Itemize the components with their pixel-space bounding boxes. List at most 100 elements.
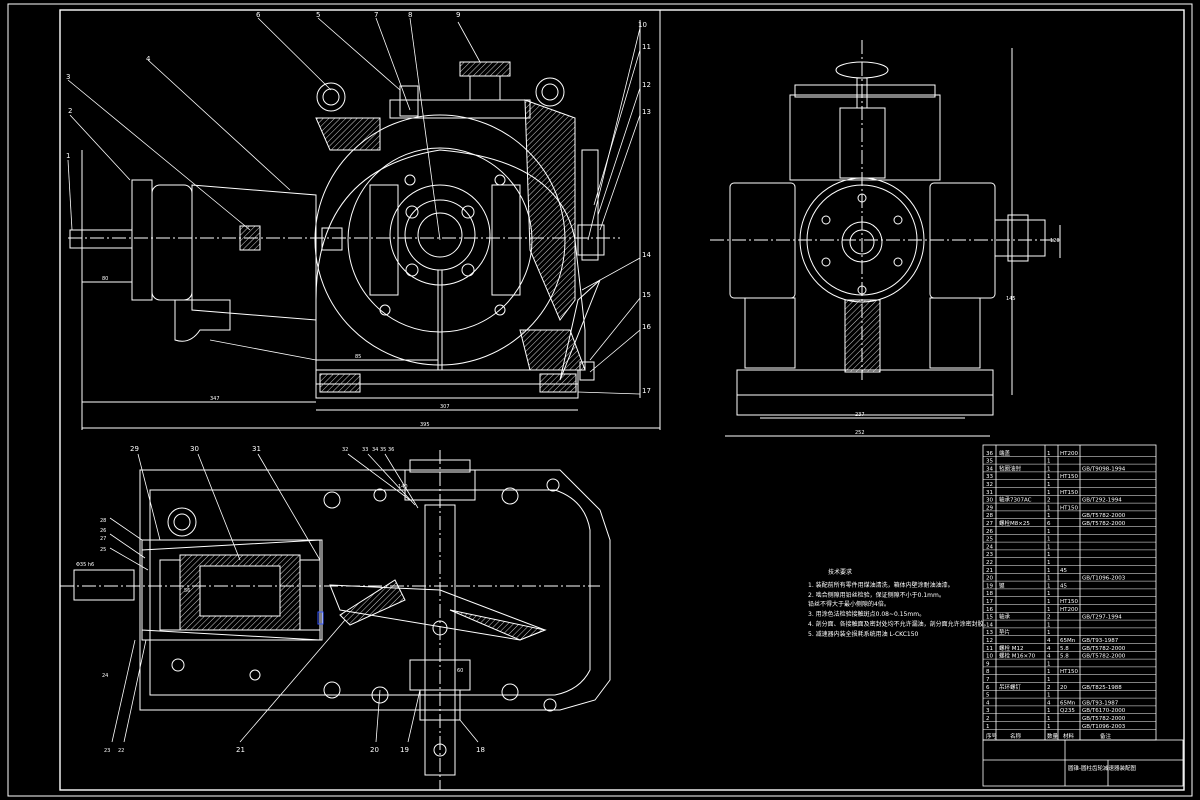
bom-cell: 键 xyxy=(999,581,1005,589)
bom-cell: 轴承7307AC xyxy=(999,496,1032,504)
balloon-29: 29 xyxy=(130,445,139,453)
bom-cell: 1 xyxy=(1047,622,1051,628)
bom-cell: GB/T6170-2000 xyxy=(1082,708,1126,714)
bom-header: 序号 名称 数量 材料 备注 xyxy=(986,732,1112,740)
balloon-28: 28 xyxy=(100,518,106,524)
bom-cell: 4 xyxy=(1047,638,1051,644)
bom-header-material: 材料 xyxy=(1063,732,1075,740)
bom-cell: 20 xyxy=(1060,685,1067,691)
tech-note-line: 4. 剖分面、各接触面及密封处均不允许漏油，剖分面允许涂密封胶。 xyxy=(808,620,990,628)
bom-cell: GB/T9098-1994 xyxy=(1082,466,1126,472)
bom-cell: HT150 xyxy=(1060,474,1078,480)
bom-cell: 21 xyxy=(986,568,993,574)
bom-cell: 4 xyxy=(986,700,990,706)
bom-cell: 32 xyxy=(986,482,993,488)
bom-cell: 24 xyxy=(986,544,993,550)
bom-cell: GB/T1096-2003 xyxy=(1082,576,1126,582)
title-block-name: 圆锥-圆柱齿轮减速器装配图 xyxy=(1068,764,1136,772)
inner-border xyxy=(59,9,1185,791)
bom-cell: 1 xyxy=(1047,459,1051,465)
balloon-12: 12 xyxy=(642,81,651,89)
dim-307: 307 xyxy=(440,404,450,410)
bom-cell: HT150 xyxy=(1060,599,1078,605)
bom-cell: 1 xyxy=(1047,583,1051,589)
bom-cell: 1 xyxy=(1047,513,1051,519)
balloon-31: 31 xyxy=(252,445,261,453)
bom-cell: 29 xyxy=(986,505,993,511)
bom-cell: 1 xyxy=(1047,677,1051,683)
balloon-6: 6 xyxy=(256,11,261,19)
bom-header-name: 名称 xyxy=(1010,732,1022,740)
bom-cell: HT150 xyxy=(1060,669,1078,675)
balloon-34: 34 xyxy=(372,447,378,453)
dim-120: 120 xyxy=(1050,238,1060,244)
bom-cell: 6 xyxy=(1047,521,1051,527)
side-view-dims: 120 237 252 145 xyxy=(855,238,1060,436)
bom-cell: GB/T1096-2003 xyxy=(1082,724,1126,730)
balloon-33: 33 xyxy=(362,447,368,453)
bom-cell: 1 xyxy=(1047,451,1051,457)
bom-cell: 36 xyxy=(986,451,993,457)
dim-85: 85 xyxy=(355,354,361,360)
tech-note-line: 1. 装配前所有零件用煤油清洗，箱体内壁涂耐油油漆。 xyxy=(808,581,954,589)
bom-cell: 螺栓 M16×70 xyxy=(999,652,1036,660)
balloon-2: 2 xyxy=(68,107,72,115)
bom-cell: GB/T5782-2000 xyxy=(1082,513,1126,519)
bom-cell: 1 xyxy=(1047,529,1051,535)
tech-note-line: 2. 啮合侧隙用铅丝检验，保证侧隙不小于0.1mm。 xyxy=(808,591,945,599)
side-view xyxy=(710,40,1061,437)
balloon-26: 26 xyxy=(100,528,106,534)
bom-cell: 2 xyxy=(1047,498,1051,504)
bom-cell: 1 xyxy=(1047,724,1051,730)
bom-cell: 1 xyxy=(1047,466,1051,472)
bom-cell: 5 xyxy=(986,693,990,699)
bom-cell: 10 xyxy=(986,654,993,660)
bom-cell: 30 xyxy=(986,498,993,504)
tech-notes-title: 技术要求 xyxy=(828,568,852,576)
bom-cell: 4 xyxy=(1047,646,1051,652)
balloon-18: 18 xyxy=(476,746,485,754)
bom-cell: 5.8 xyxy=(1060,646,1069,652)
bom-cell: 9 xyxy=(986,661,990,667)
bom-cell: 25 xyxy=(986,537,993,543)
bom-cell: 毡圈油封 xyxy=(999,464,1022,472)
bom-cell: GB/T292-1994 xyxy=(1082,498,1122,504)
front-balloon-labels: 1 2 3 4 6 5 7 8 9 10 11 12 13 14 15 16 1… xyxy=(66,11,651,428)
plan-view xyxy=(60,450,611,790)
bom-cell: HT200 xyxy=(1060,451,1078,457)
bom-cell: 1 xyxy=(1047,537,1051,543)
bom-cell: 22 xyxy=(986,560,993,566)
outer-border xyxy=(7,3,1193,797)
bom-cell: 16 xyxy=(986,607,993,613)
bom-cell: 31 xyxy=(986,490,993,496)
bom-cell: 20 xyxy=(986,576,993,582)
bom-cell: 1 xyxy=(1047,607,1051,613)
balloon-9: 9 xyxy=(456,11,460,19)
balloon-8: 8 xyxy=(408,11,412,19)
bom-cell: 1 xyxy=(1047,474,1051,480)
bom-cell: 1 xyxy=(1047,560,1051,566)
tech-note-line: 5. 减速器内装全损耗系统用油 L-CKC150 xyxy=(808,630,919,638)
bom-cell: 1 xyxy=(1047,505,1051,511)
bom-cell: 26 xyxy=(986,529,993,535)
bom-cell: GB/T5782-2000 xyxy=(1082,654,1126,660)
balloon-36: 36 xyxy=(388,447,394,453)
bom-cell: 45 xyxy=(1060,568,1067,574)
bom-cell: HT150 xyxy=(1060,490,1078,496)
bom-cell: 5.8 xyxy=(1060,654,1069,660)
dim-80: 80 xyxy=(102,276,108,282)
balloon-10: 10 xyxy=(638,21,647,29)
bom-cell: 6 xyxy=(986,685,990,691)
balloon-15: 15 xyxy=(642,291,651,299)
bom-cell: 1 xyxy=(1047,482,1051,488)
balloon-19: 19 xyxy=(400,746,409,754)
bom-cell: 1 xyxy=(1047,708,1051,714)
bom-cell: 12 xyxy=(986,638,993,644)
tech-note-line: 铅丝不得大于最小侧隙的4倍。 xyxy=(808,600,890,608)
bom-cell: 2 xyxy=(1047,685,1051,691)
bom-cell: 螺栓 M12 xyxy=(999,644,1024,652)
bom-cell: 1 xyxy=(1047,599,1051,605)
dim-145: 145 xyxy=(1006,296,1016,302)
balloon-35: 35 xyxy=(380,447,386,453)
